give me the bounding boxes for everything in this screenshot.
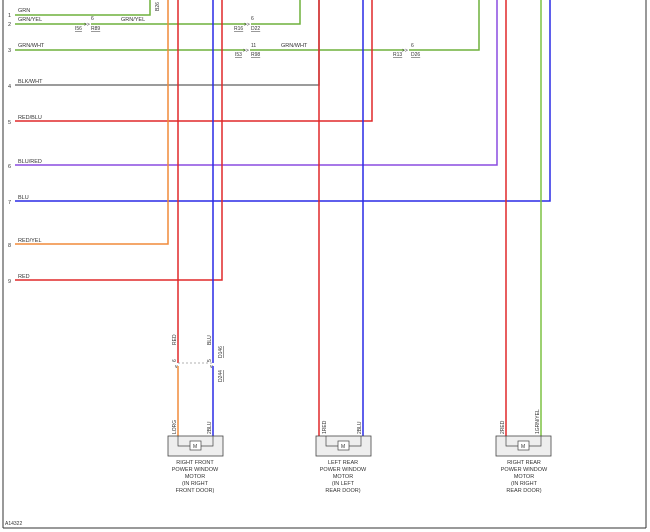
right-rear-caption-4: (IN RIGHT (511, 481, 538, 487)
right-rear-caption-5: REAR DOOR) (506, 488, 541, 494)
front-wire-left-label: RED (172, 334, 178, 345)
wire-grn-yel-c (251, 0, 301, 25)
row-number-5: 5 (8, 120, 11, 126)
right-front-caption-1: RIGHT FRONT (176, 460, 214, 466)
row-label-5: RED/BLU (18, 115, 42, 121)
row-label-4: BLK/WHT (18, 79, 43, 85)
front-connector-arrows-right: v (210, 364, 213, 370)
row2-connector-arrow-b: >> (244, 22, 250, 28)
wire-red-blu (15, 0, 373, 122)
row2-conn-a2: R89 (91, 26, 100, 32)
top-vertical-label: B26 (155, 2, 161, 11)
row-label-3: GRN/WHT (18, 43, 45, 49)
row-label-8: RED/YEL (18, 238, 42, 244)
right-front-motor: M (167, 435, 224, 457)
row-label-6: BLU/RED (18, 159, 42, 165)
row3-wire-label: GRN/WHT (281, 43, 308, 49)
row-label-9: RED (18, 274, 30, 280)
left-rear-motor-symbol: M (341, 444, 345, 450)
right-rear-caption-1: RIGHT REAR (507, 460, 541, 466)
front-conn-bottom: D244 (218, 370, 224, 382)
right-front-motor-symbol: M (193, 444, 197, 450)
row3-conn-a1: I53 (235, 52, 242, 58)
right-front-caption-2: POWER WINDOW (172, 467, 219, 473)
row3-connector-arrow-b: >> (402, 48, 408, 54)
wire-red-yel (15, 0, 169, 245)
front-wire-right-label: BLU (207, 335, 213, 345)
row-number-4: 4 (8, 84, 11, 90)
row-number-6: 6 (8, 164, 11, 170)
left-rear-motor-right-label: 2BLU (357, 421, 363, 434)
right-front-caption-5: FRONT DOOR) (176, 488, 215, 494)
row-label-1: GRN (18, 8, 30, 14)
wire-grn (15, 0, 151, 16)
row-number-8: 8 (8, 243, 11, 249)
row2-pin-b: 6 (251, 16, 254, 22)
left-rear-caption-5: REAR DOOR) (325, 488, 360, 494)
right-rear-motor: M (495, 435, 552, 457)
front-motor-right-label: 2BLU (207, 421, 213, 434)
row-label-7: BLU (18, 195, 29, 201)
front-conn-top: D146 (218, 346, 224, 358)
left-rear-motor-left-label: 1RED (322, 420, 328, 434)
wire-blu (15, 0, 551, 202)
row3-conn-b1: R13 (393, 52, 402, 58)
wire-red (15, 0, 223, 281)
right-rear-caption-2: POWER WINDOW (501, 467, 548, 473)
front-pin-right: 5 (207, 359, 213, 362)
right-front-caption-3: MOTOR (185, 474, 205, 480)
front-connector-arrows-left: v (175, 364, 178, 370)
row3-pin-b: 6 (411, 43, 414, 49)
left-rear-motor: M (315, 435, 372, 457)
right-rear-motor-left-label: 2RED (500, 420, 506, 434)
row2-wire-label: GRN/YEL (121, 17, 145, 23)
left-rear-caption-1: LEFT REAR (328, 460, 358, 466)
row2-conn-b2: D22 (251, 26, 260, 32)
right-rear-caption-3: MOTOR (514, 474, 534, 480)
figure-id: A14322 (5, 521, 22, 527)
row2-pin-a: 6 (91, 16, 94, 22)
wire-grn-wht-c (409, 0, 480, 51)
front-motor-left-label: LORG (172, 420, 178, 434)
left-rear-caption-2: POWER WINDOW (320, 467, 367, 473)
wire-blk-wht (15, 0, 320, 86)
right-front-caption-4: (IN RIGHT (182, 481, 209, 487)
row-label-2: GRN/YEL (18, 17, 42, 23)
row3-conn-a2: R98 (251, 52, 260, 58)
row2-connector-arrow-a: >> (84, 22, 90, 28)
wire-blu-red (15, 0, 498, 166)
row3-pin-a: 11 (251, 43, 256, 49)
row-number-3: 3 (8, 48, 11, 54)
right-rear-motor-symbol: M (521, 444, 525, 450)
row3-conn-b2: D26 (411, 52, 420, 58)
left-rear-caption-3: MOTOR (333, 474, 353, 480)
row-number-7: 7 (8, 200, 11, 206)
row2-conn-b1: R16 (234, 26, 243, 32)
row-number-2: 2 (8, 22, 11, 28)
row-number-1: 1 (8, 13, 11, 19)
row3-connector-arrow-a: >> (243, 48, 249, 54)
left-rear-caption-4: (IN LEFT (332, 481, 355, 487)
row2-conn-a1: I56 (75, 26, 82, 32)
row-number-9: 9 (8, 279, 11, 285)
right-rear-motor-right-label: 1GRN/YEL (535, 409, 541, 434)
front-pin-left: 6 (172, 359, 178, 362)
